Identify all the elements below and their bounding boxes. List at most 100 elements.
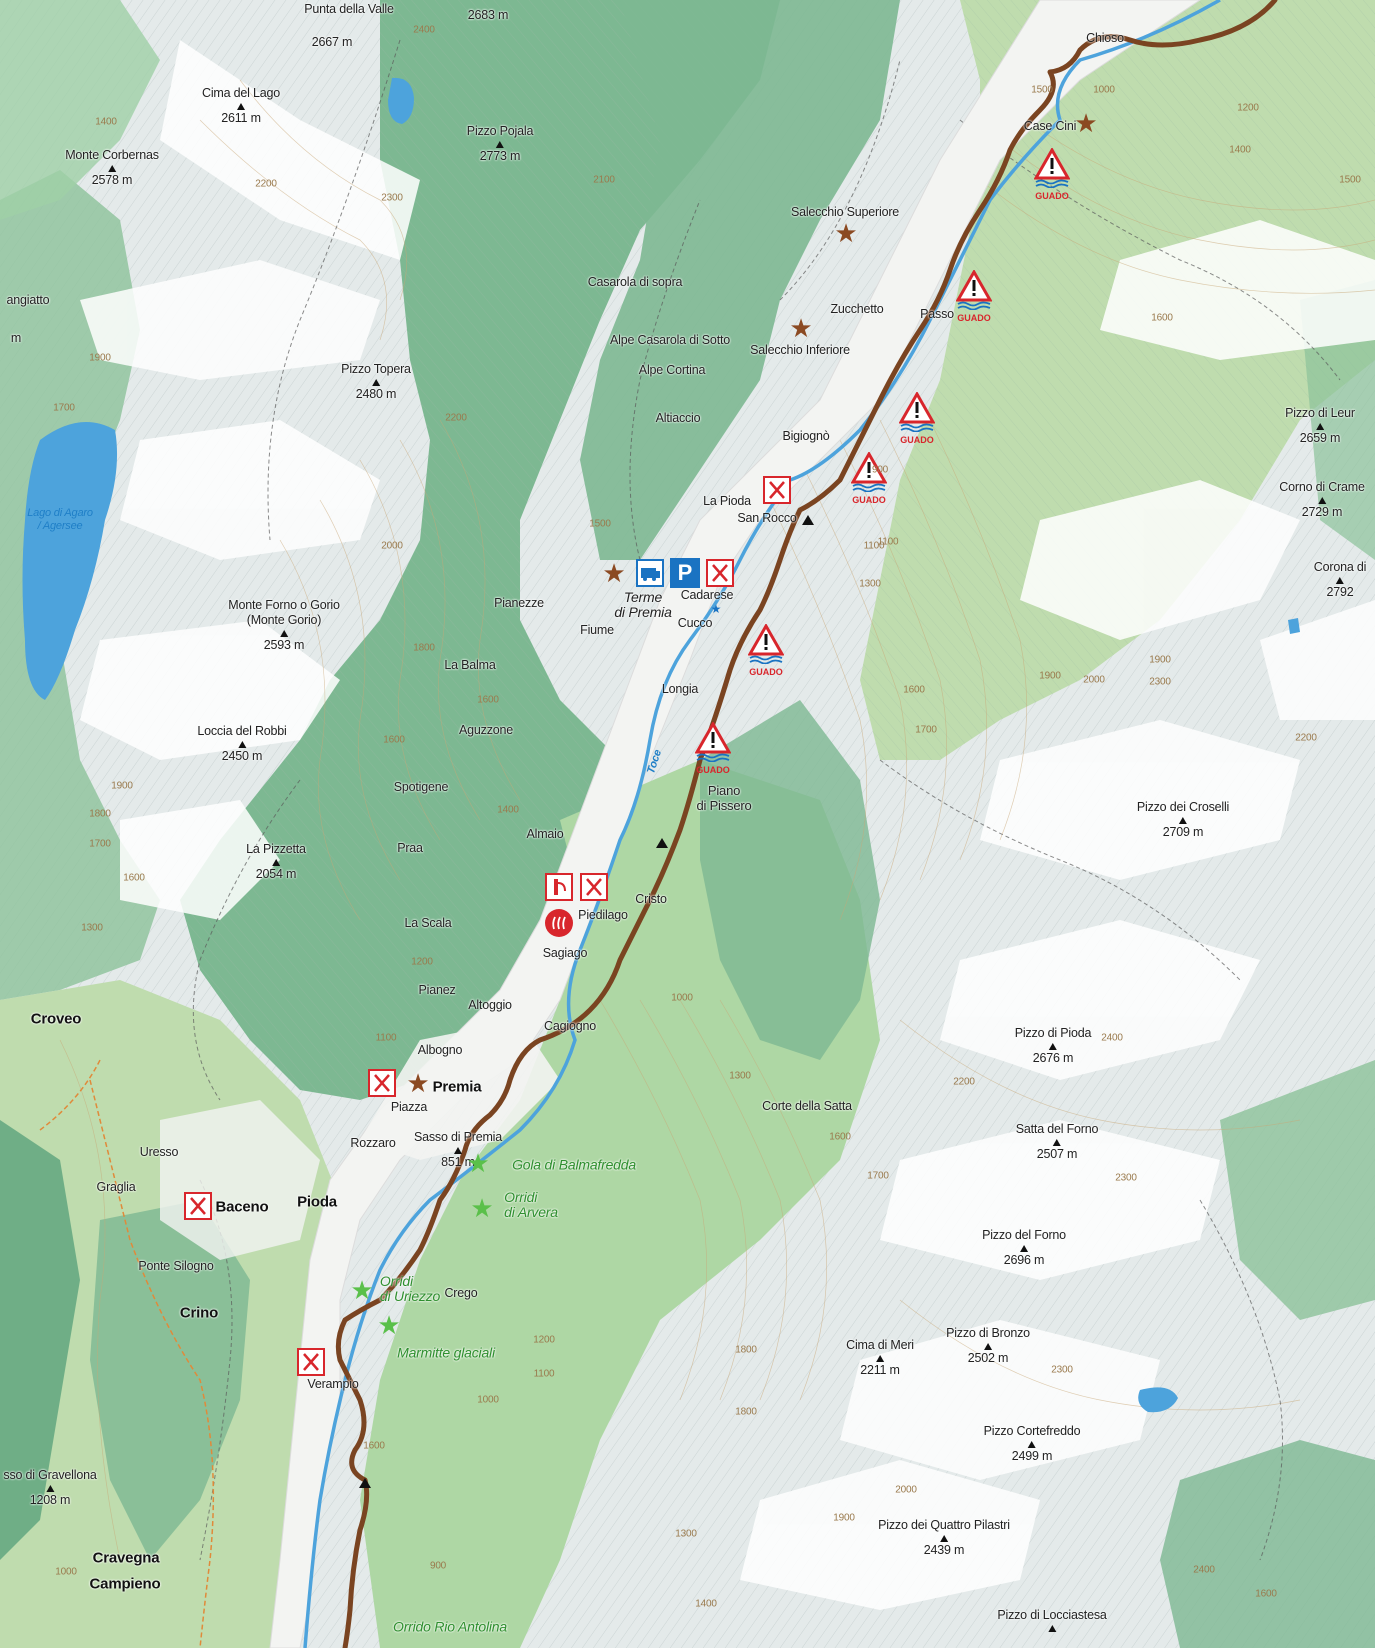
contour-label: 1500 — [1339, 174, 1361, 186]
place-label: Casarola di sopra — [587, 275, 683, 289]
place-label: Albogno — [417, 1043, 463, 1057]
place-label: Ponte Silogno — [138, 1259, 214, 1273]
place-label: Spotigene — [393, 780, 449, 794]
contour-label: 1600 — [1255, 1588, 1277, 1600]
contour-label: 1200 — [533, 1334, 555, 1346]
place-label: Rozzaro — [350, 1136, 396, 1150]
place-label: Alpe Cortina — [638, 363, 706, 377]
restaurant-icon[interactable] — [297, 1348, 325, 1376]
contour-label: 1000 — [55, 1566, 77, 1578]
nature-star-icon[interactable]: ★ — [470, 1193, 494, 1223]
contour-label: 2200 — [445, 412, 467, 424]
orange-trail — [39, 1059, 215, 1648]
poi-star-icon[interactable]: ★ — [789, 313, 813, 343]
fountain-icon[interactable] — [545, 873, 573, 901]
route-arrow — [802, 515, 814, 525]
place-label: Verampio — [307, 1377, 359, 1391]
contour-label: 2200 — [1295, 732, 1317, 744]
contour-label: 1100 — [877, 536, 899, 548]
nature-star-icon[interactable]: ★ — [350, 1275, 374, 1305]
peak-triangle-icon — [1336, 577, 1344, 584]
place-label: Longia — [661, 682, 699, 696]
place-label: m — [10, 331, 22, 345]
town-label: Campieno — [89, 1575, 161, 1593]
contour-label: 2200 — [953, 1076, 975, 1088]
parking-icon[interactable]: P — [670, 558, 700, 588]
contour-label: 900 — [429, 1560, 447, 1572]
restaurant-icon[interactable] — [184, 1192, 212, 1220]
contour-label: 2100 — [593, 174, 615, 186]
contour-label: 2300 — [1051, 1364, 1073, 1376]
spring-icon[interactable]: ★ — [710, 602, 722, 616]
nature-star-icon[interactable]: ★ — [466, 1148, 490, 1178]
peak-triangle-icon — [1179, 817, 1187, 824]
contour-label: 1700 — [89, 838, 111, 850]
contour-label: 1600 — [477, 694, 499, 706]
nature-label: Orrido Rio Antolina — [393, 1618, 507, 1635]
place-label: Piazza — [390, 1100, 428, 1114]
poi-star-icon[interactable]: ★ — [406, 1068, 430, 1098]
warning-icon — [747, 622, 785, 665]
restaurant-icon[interactable] — [368, 1069, 396, 1097]
nature-star-icon[interactable]: ★ — [377, 1310, 401, 1340]
lake-agaro — [22, 422, 118, 700]
place-label: Cristo — [635, 892, 667, 906]
guado-warning[interactable]: GUADO — [1033, 146, 1071, 201]
poi-star-icon[interactable]: ★ — [1074, 108, 1098, 138]
nature-label: Gola di Balmafredda — [512, 1156, 636, 1173]
place-label: Salecchio Superiore — [790, 205, 900, 219]
poi-star-icon[interactable]: ★ — [834, 218, 858, 248]
contour-label: 1600 — [903, 684, 925, 696]
place-label: Pianezze — [494, 596, 544, 610]
route-arrow — [656, 838, 668, 848]
peak-triangle-icon — [983, 1343, 992, 1350]
guado-warning[interactable]: GUADO — [955, 268, 993, 323]
spa-icon[interactable] — [545, 909, 573, 937]
place-label: angiatto — [6, 293, 50, 307]
contour-label: 1900 — [1039, 670, 1061, 682]
peak-triangle-icon — [1028, 1441, 1036, 1448]
contour-label: 1400 — [95, 116, 117, 128]
contour-label: 1800 — [89, 808, 111, 820]
contour-label: 1300 — [859, 578, 881, 590]
restaurant-icon[interactable] — [580, 873, 608, 901]
poi-star-icon[interactable]: ★ — [602, 558, 626, 588]
peak-label: 2667 m — [311, 35, 353, 49]
small-lake-north — [388, 77, 414, 124]
place-label: Graglia — [96, 1180, 136, 1194]
place-label: Case Cini — [1023, 119, 1077, 133]
place-label: Piedilago — [578, 908, 628, 922]
guado-warning[interactable]: GUADO — [747, 622, 785, 677]
place-label: Sagiago — [542, 946, 588, 960]
warning-icon — [694, 720, 732, 763]
guado-warning[interactable]: GUADO — [898, 390, 936, 445]
guado-warning[interactable]: GUADO — [694, 720, 732, 775]
guado-warning[interactable]: GUADO — [850, 450, 888, 505]
contour-label: 1600 — [829, 1131, 851, 1143]
peak-label: Punta della Valle — [304, 2, 394, 16]
place-label: Alpe Casarola di Sotto — [610, 333, 730, 347]
restaurant-icon[interactable] — [706, 559, 734, 587]
contour-label: 1800 — [413, 642, 435, 654]
contour-label: 1600 — [123, 872, 145, 884]
restaurant-icon[interactable] — [763, 476, 791, 504]
place-label: San Rocco — [737, 511, 797, 525]
camper-icon[interactable] — [636, 559, 664, 587]
peak-triangle-icon — [371, 379, 380, 386]
peak-label: Monte Forno o Gorio(Monte Gorio)2593 m — [228, 598, 340, 652]
